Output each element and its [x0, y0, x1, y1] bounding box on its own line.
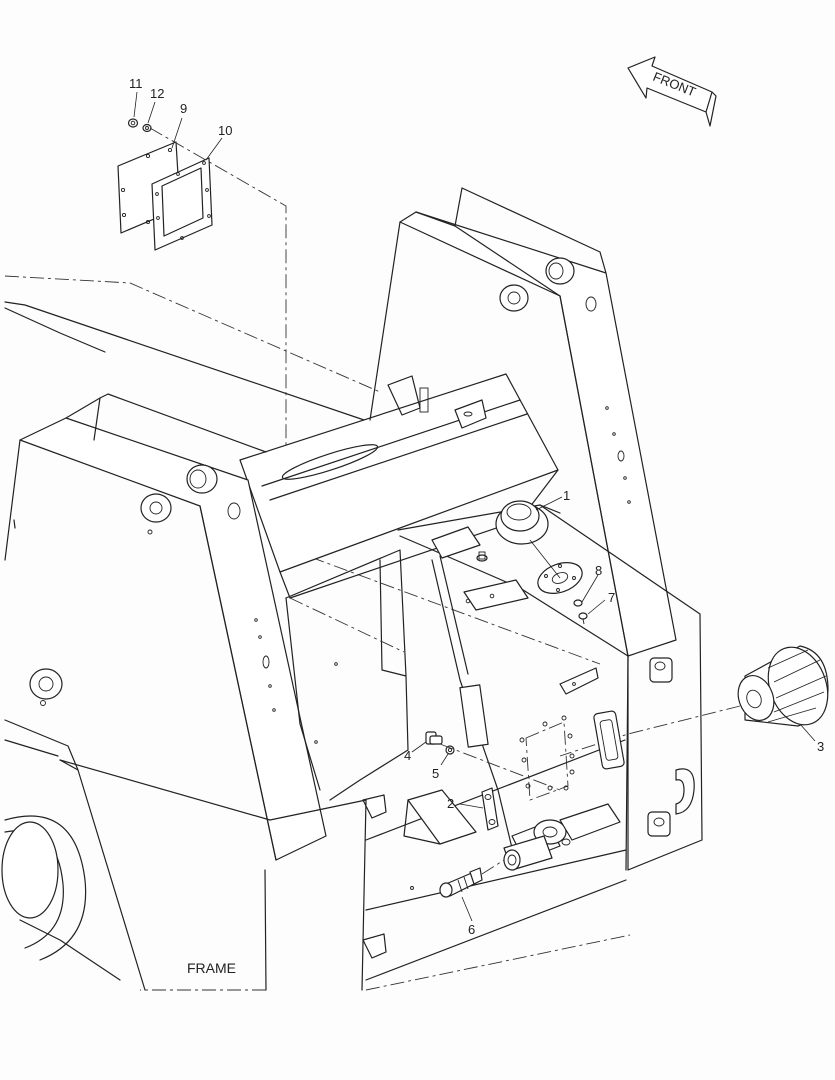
- callout-7: 7: [608, 590, 615, 605]
- o-ring-icon: [445, 745, 455, 755]
- assembly-line-cover: [149, 127, 601, 665]
- callout-2: 2: [447, 796, 454, 811]
- mounting-bracket: [403, 787, 499, 845]
- callout-6: 6: [468, 922, 475, 937]
- callout-5: 5: [432, 766, 439, 781]
- hose-fitting-icon: [439, 867, 483, 898]
- leader-lines: [133, 91, 816, 922]
- washer-icon: [142, 123, 152, 133]
- filter-element: [737, 645, 829, 727]
- callout-1: 1: [563, 488, 570, 503]
- assembly-line-plug: [439, 743, 561, 791]
- assembly-line-cap: [529, 539, 561, 579]
- callout-12: 12: [150, 86, 164, 101]
- gasket: [151, 157, 213, 251]
- frame-label: FRAME: [187, 960, 236, 976]
- plug-icon: [425, 731, 443, 745]
- callout-8: 8: [595, 563, 602, 578]
- suction-pipe: [503, 803, 621, 871]
- level-gauge: [593, 710, 625, 770]
- callout-3: 3: [817, 739, 824, 754]
- callout-labels: 1 2 3 4 5 6 7 8 9 10 11 12: [129, 76, 824, 937]
- assembly-line-fitting: [481, 859, 505, 875]
- callout-10: 10: [218, 123, 232, 138]
- callout-9: 9: [180, 101, 187, 116]
- front-arrow-icon: FRONT: [627, 56, 717, 127]
- bolt-pattern: [519, 715, 575, 801]
- nut-icon: [127, 118, 139, 128]
- callout-4: 4: [404, 748, 411, 763]
- washer-icon: [573, 599, 583, 607]
- callout-11: 11: [129, 76, 143, 91]
- filler-cap: [495, 500, 549, 545]
- frame-body: [1, 187, 703, 991]
- bolt-icon: [578, 612, 588, 625]
- assembly-line-filter: [559, 705, 741, 757]
